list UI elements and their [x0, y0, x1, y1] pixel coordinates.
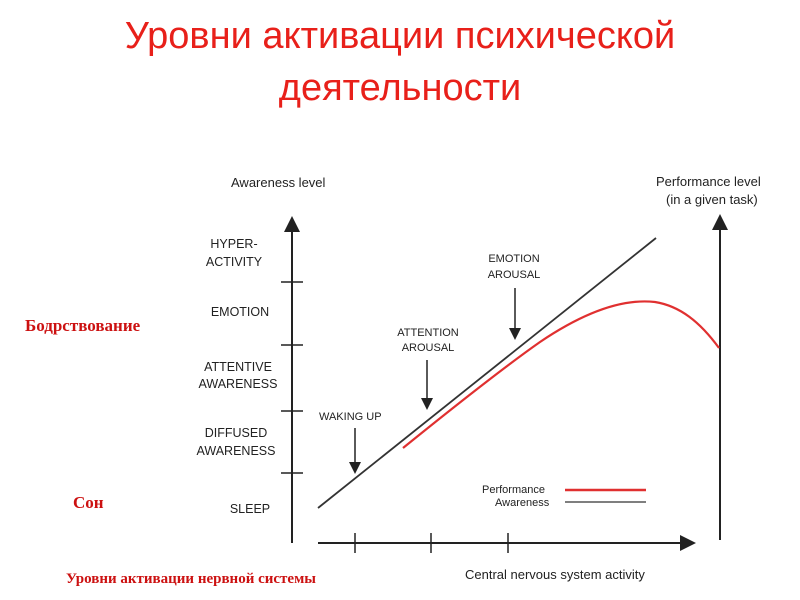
nervous-system-levels-label: Уровни активации нервной системы	[66, 571, 317, 587]
wakefulness-label: Бодрствование	[25, 316, 141, 335]
slide-title-line-1: Уровни активации психической	[124, 15, 676, 57]
level-sleep: SLEEP	[230, 502, 270, 516]
level-diffused-line-1: DIFFUSED	[205, 426, 268, 440]
attention-arousal-label-line-1: ATTENTION	[397, 327, 459, 339]
left-axis-label: Awareness level	[231, 175, 326, 190]
performance-curve	[402, 300, 720, 449]
emotion-arousal-label-line-1: EMOTION	[488, 253, 539, 265]
legend-performance-label: Performance	[482, 484, 545, 496]
level-hyperactivity-line-1: HYPER-	[210, 237, 257, 251]
level-diffused-line-2: AWARENESS	[197, 444, 276, 458]
right-axis-label-line-2: (in a given task)	[666, 192, 758, 207]
level-emotion: EMOTION	[211, 305, 269, 319]
waking-up-label: WAKING UP	[319, 411, 382, 423]
attention-arousal-label-line-2: AROUSAL	[402, 342, 455, 354]
legend-awareness-label: Awareness	[495, 497, 550, 509]
slide-title: Уровни активации психической деятельност…	[0, 10, 800, 114]
slide-title-line-2: деятельности	[278, 67, 522, 109]
level-attentive-line-1: ATTENTIVE	[204, 360, 272, 374]
level-hyperactivity-line-2: ACTIVITY	[206, 255, 263, 269]
legend: Performance Awareness	[482, 484, 646, 509]
level-attentive-line-2: AWARENESS	[199, 377, 278, 391]
sleep-label: Сон	[73, 493, 104, 512]
emotion-arousal-label-line-2: AROUSAL	[488, 269, 541, 281]
awareness-line	[317, 237, 657, 509]
x-axis-label: Central nervous system activity	[465, 567, 645, 582]
right-axis-label-line-1: Performance level	[656, 174, 761, 189]
